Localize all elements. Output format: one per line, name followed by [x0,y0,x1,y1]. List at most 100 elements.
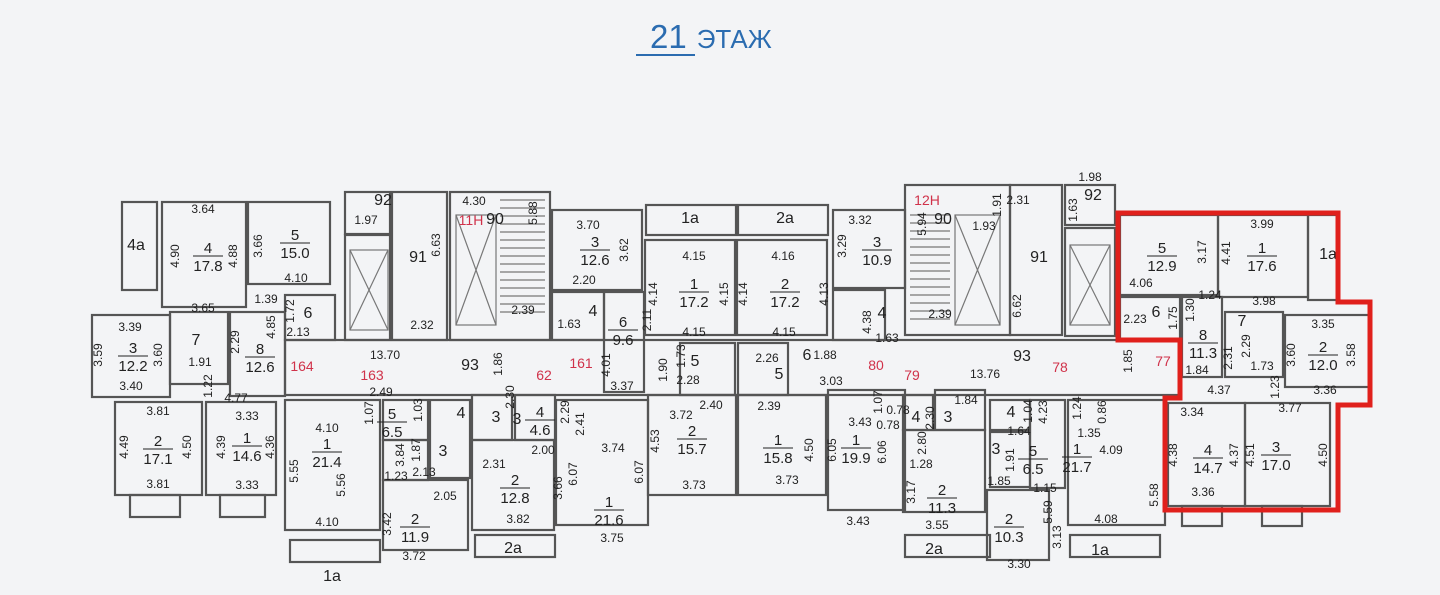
dimension-label-group: 4.15 [717,282,731,306]
space-label-group: 3 [439,443,448,460]
dimension-label-group: 2.23 [1123,312,1147,326]
dimension-label-group: 2.20 [572,273,596,287]
dimension-label: 1.85 [987,474,1011,488]
dimension-label-group: 1.91 [990,193,1004,217]
room-number: 5 [388,406,396,423]
section-label-group: 78 [1052,359,1068,375]
dimension-label: 1.72 [283,299,297,323]
dimension-label: 5.88 [526,201,540,225]
dimension-label: 1.28 [909,457,933,471]
wall [1063,183,1117,227]
room-number: 1 [852,432,860,449]
dimension-label-group: 1.84 [954,393,978,407]
dimension-label-group: 4.06 [1129,276,1153,290]
room-area: 11.9 [401,529,429,546]
wall [1180,504,1224,528]
dimension-label-group: 2.80 [915,431,929,455]
room-label: 119.9 [841,432,871,467]
space-label-group: 1a [323,568,341,585]
dimension-label: 1.87 [409,438,423,462]
dimension-label: 4.77 [224,391,248,405]
dimension-label-group: 4.09 [1099,443,1123,457]
dimension-label-group: 4.90 [168,244,182,268]
dimension-label: 4.14 [736,282,750,306]
room-number: 5 [1158,240,1166,257]
space-label-group: 1a [681,210,699,227]
dimension-label: 1.64 [1007,424,1031,438]
room-area: 17.8 [193,258,222,275]
dimension-label: 1.73 [674,344,688,368]
dimension-label-group: 3.60 [1284,343,1298,367]
space-label: 1a [323,568,341,585]
wall [128,493,182,519]
dimension-label: 3.73 [775,473,799,487]
dimension-label-group: 3.43 [848,415,872,429]
dimension-label-group: 1.93 [972,219,996,233]
room-area: 9.6 [613,332,634,349]
wall [120,200,159,292]
space-label: 4 [457,405,466,422]
dimension-label-group: 1.28 [909,457,933,471]
dimension-label: 1.98 [1078,170,1102,184]
dimension-label: 1.24 [1070,396,1084,420]
dimension-label: 2.29 [1239,334,1253,358]
dimension-label: 4.38 [1166,443,1180,467]
dimension-label: 3.29 [835,234,849,258]
dimension-label: 2.11 [640,308,654,331]
space-label-group: 2a [776,210,794,227]
dimension-label-group: 1.07 [871,390,885,414]
dimension-label: 4.10 [315,421,339,435]
section-label: 77 [1155,353,1171,369]
room-area: 17.0 [1261,457,1290,474]
dimension-label: 4.08 [1094,512,1118,526]
dimension-label-group: 3.33 [235,409,259,423]
dimension-label-group: 2.31 [1006,193,1030,207]
dimension-label: 5.59 [1041,500,1055,524]
dimension-label-group: 3.66 [551,476,565,500]
dimension-label-group: 1.75 [1166,306,1180,330]
dimension-label-group: 4.50 [802,438,816,462]
room-number: 3 [591,234,599,251]
dimension-label: 4.23 [1036,400,1050,424]
dimension-label-group: 3.58 [1344,343,1358,367]
dimension-label-group: 1.24 [1198,288,1222,302]
dimension-label-group: 4.51 [1243,443,1257,467]
dimension-label-group: 1.84 [1185,363,1209,377]
wall [1028,398,1067,490]
elevator-cross-icon [349,249,389,331]
room-label: 414.7 [1193,442,1223,477]
dimension-label-group: 3.62 [617,238,631,262]
dimension-label-group: 4.37 [1207,383,1231,397]
room-area: 12.0 [1308,357,1337,374]
space-label-group: 2a [504,540,522,557]
dimension-label-group: 3.39 [118,320,142,334]
room-number: 8 [1199,327,1207,344]
dimension-label-group: 1.86 [491,352,505,376]
room-area: 21.7 [1062,459,1091,476]
dimension-label-group: 1.03 [411,398,425,422]
room-area: 15.7 [677,441,706,458]
dimension-label-group: 4.10 [315,515,339,529]
wall [470,438,556,532]
section-label-group: 12Н [914,192,940,208]
room-number: 4 [1204,442,1212,459]
dimension-label-group: 2.40 [699,398,723,412]
dimension-label: 3.55 [925,518,949,532]
dimension-label: 3.66 [551,476,565,500]
dimension-label-group: 1.72 [283,299,297,323]
space-label: 90 [934,211,952,228]
dimension-label-group: 1.97 [354,213,378,227]
section-label: 161 [569,355,593,371]
room-label: 117.6 [1247,240,1277,275]
wall [826,388,907,512]
dimension-label: 3.81 [146,477,170,491]
room-area: 12.9 [1147,258,1176,275]
room-label: 310.9 [862,234,892,269]
dimension-label: 2.80 [915,431,929,455]
dimension-label-group: 3.99 [1250,217,1274,231]
dimension-label-group: 2.28 [676,373,700,387]
dimension-label-group: 1.23 [384,469,408,483]
dimension-label: 3.66 [251,234,265,258]
dimension-label: 1.84 [954,393,978,407]
dimension-label: 3.98 [1252,294,1276,308]
